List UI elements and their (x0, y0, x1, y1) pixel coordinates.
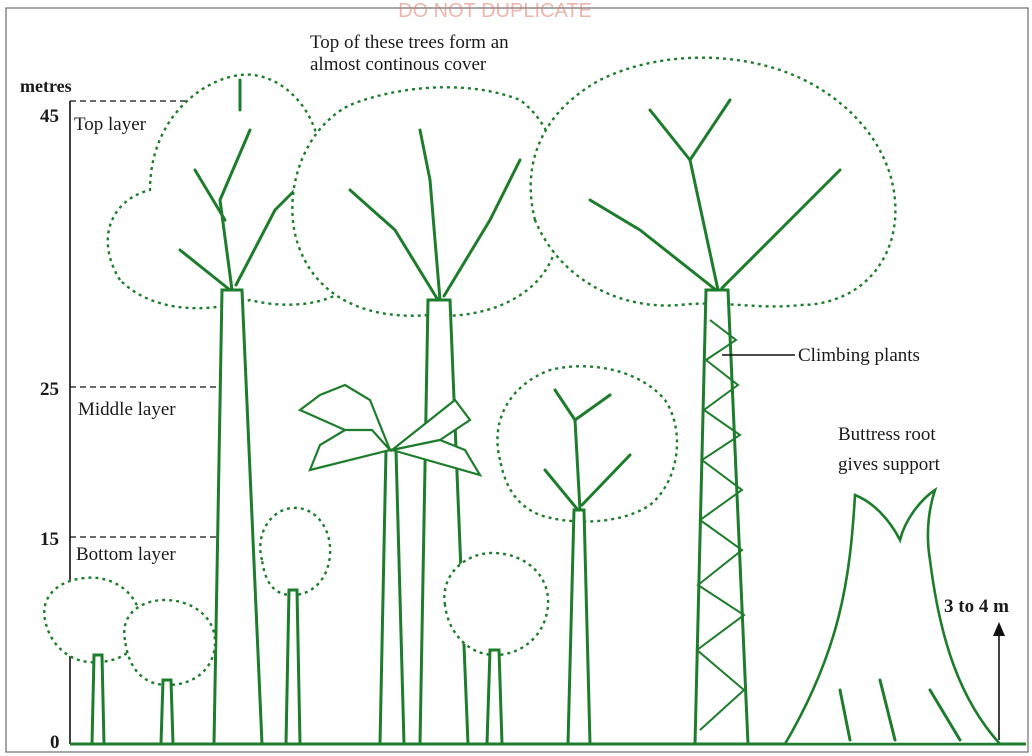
axis-tick-45: 45 (40, 106, 59, 127)
small-tree-4-trunk (487, 650, 502, 744)
palm-frond-left-lower (310, 430, 390, 470)
buttress-height-label: 3 to 4 m (944, 596, 1009, 617)
tall-tree-left-trunk (214, 290, 262, 744)
buttress-caption-line1: Buttress root (838, 424, 936, 445)
watermark-text: DO NOT DUPLICATE (398, 0, 592, 22)
axis-tick-15: 15 (40, 529, 59, 550)
middle-layer-label: Middle layer (78, 399, 176, 420)
axis-tick-0: 0 (50, 732, 60, 753)
canopy-caption-line2: almost continous cover (310, 54, 487, 75)
small-tree-3 (260, 508, 330, 744)
bottom-layer-label: Bottom layer (76, 544, 176, 565)
axis-unit-label: metres (20, 76, 72, 96)
small-tree-2-trunk (161, 680, 173, 744)
middle-layer-tree (497, 366, 677, 744)
climbing-plants-label: Climbing plants (798, 345, 920, 366)
top-layer-label: Top layer (74, 114, 147, 135)
small-tree-1 (44, 578, 141, 744)
small-tree-2 (124, 600, 215, 744)
palm-tree-trunk (380, 450, 404, 744)
axis-tick-25: 25 (40, 379, 59, 400)
small-tree-1-trunk (92, 655, 104, 744)
tall-tree-centre-trunk (420, 300, 468, 744)
buttress-height-arrowhead (993, 622, 1005, 636)
canopy-caption-line1: Top of these trees form an (310, 32, 509, 53)
small-tree-1-crown (44, 578, 141, 663)
small-tree-3-trunk (286, 590, 300, 744)
middle-layer-tree-trunk (568, 510, 590, 744)
small-tree-2-crown (124, 600, 215, 685)
small-tree-3-crown (260, 508, 330, 595)
buttress-root-tree (785, 490, 1000, 744)
buttress-root-trunk (785, 490, 1000, 744)
buttress-caption-line2: gives support (838, 454, 941, 475)
